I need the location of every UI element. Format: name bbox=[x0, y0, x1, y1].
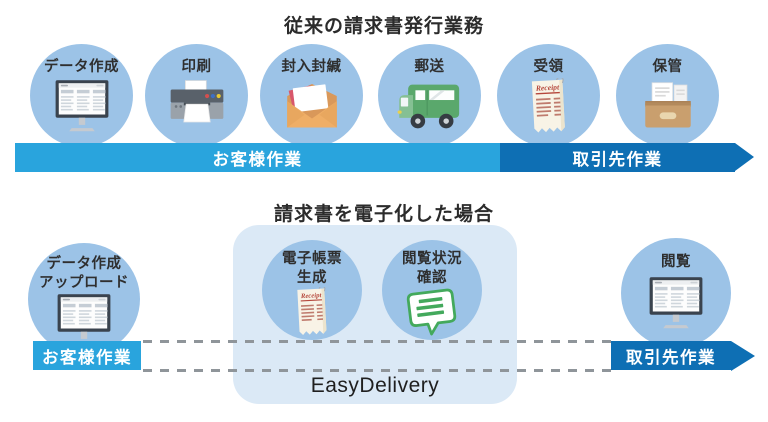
step-print: 印刷 bbox=[145, 44, 248, 147]
step-mailing: 郵送 bbox=[378, 44, 481, 147]
monitor-icon bbox=[644, 272, 708, 330]
step-edocument-generate: 電子帳票 生成 bbox=[262, 240, 362, 340]
top-section-title: 従来の請求書発行業務 bbox=[283, 16, 484, 37]
step-label: 閲覧状況 確認 bbox=[402, 251, 462, 286]
step-label: 封入封緘 bbox=[281, 59, 342, 75]
top-arrowhead bbox=[735, 143, 754, 171]
step-store: 保管 bbox=[616, 44, 719, 147]
step-label: 印刷 bbox=[181, 59, 212, 75]
customer-work-label: お客様作業 bbox=[42, 348, 132, 367]
step-label: 閲覧 bbox=[661, 254, 691, 270]
step-label: データ作成 bbox=[44, 59, 119, 75]
speech-bubble-icon bbox=[405, 287, 459, 337]
envelope-icon bbox=[282, 77, 342, 130]
partner-work-label: 取引先作業 bbox=[572, 150, 663, 169]
delivery-truck-icon bbox=[396, 77, 464, 130]
step-data-upload: データ作成 アップロード bbox=[28, 243, 140, 355]
storage-box-icon bbox=[639, 77, 697, 129]
partner-work-label: 取引先作業 bbox=[626, 348, 716, 367]
step-receive: 受領 bbox=[497, 44, 600, 147]
step-label: 受領 bbox=[533, 59, 564, 75]
step-view-status-check: 閲覧状況 確認 bbox=[382, 240, 482, 340]
step-data-creation: データ作成 bbox=[30, 44, 133, 147]
step-label: データ作成 アップロード bbox=[39, 256, 129, 291]
bottom-partner-work-arrow: 取引先作業 bbox=[611, 341, 731, 370]
bottom-arrowhead bbox=[731, 340, 755, 371]
bottom-section-title: 請求書を電子化した場合 bbox=[273, 204, 494, 225]
top-partner-work-arrow: 取引先作業 bbox=[500, 143, 735, 172]
customer-work-label: お客様作業 bbox=[212, 150, 303, 169]
step-label: 電子帳票 生成 bbox=[282, 251, 342, 286]
receipt-icon bbox=[292, 287, 332, 338]
monitor-icon bbox=[52, 292, 116, 347]
dashed-connector-top bbox=[143, 340, 611, 343]
easydelivery-label: EasyDelivery bbox=[310, 374, 440, 397]
step-view: 閲覧 bbox=[621, 238, 731, 348]
receipt-icon bbox=[526, 77, 571, 136]
monitor-icon bbox=[50, 77, 114, 133]
step-insert-seal: 封入封緘 bbox=[260, 44, 363, 147]
step-label: 保管 bbox=[652, 59, 683, 75]
top-customer-work-bar: お客様作業 bbox=[15, 143, 500, 172]
bottom-customer-work-bar: お客様作業 bbox=[33, 341, 141, 370]
printer-icon bbox=[166, 77, 228, 133]
step-label: 郵送 bbox=[414, 59, 445, 75]
dashed-connector-bottom bbox=[143, 369, 611, 372]
